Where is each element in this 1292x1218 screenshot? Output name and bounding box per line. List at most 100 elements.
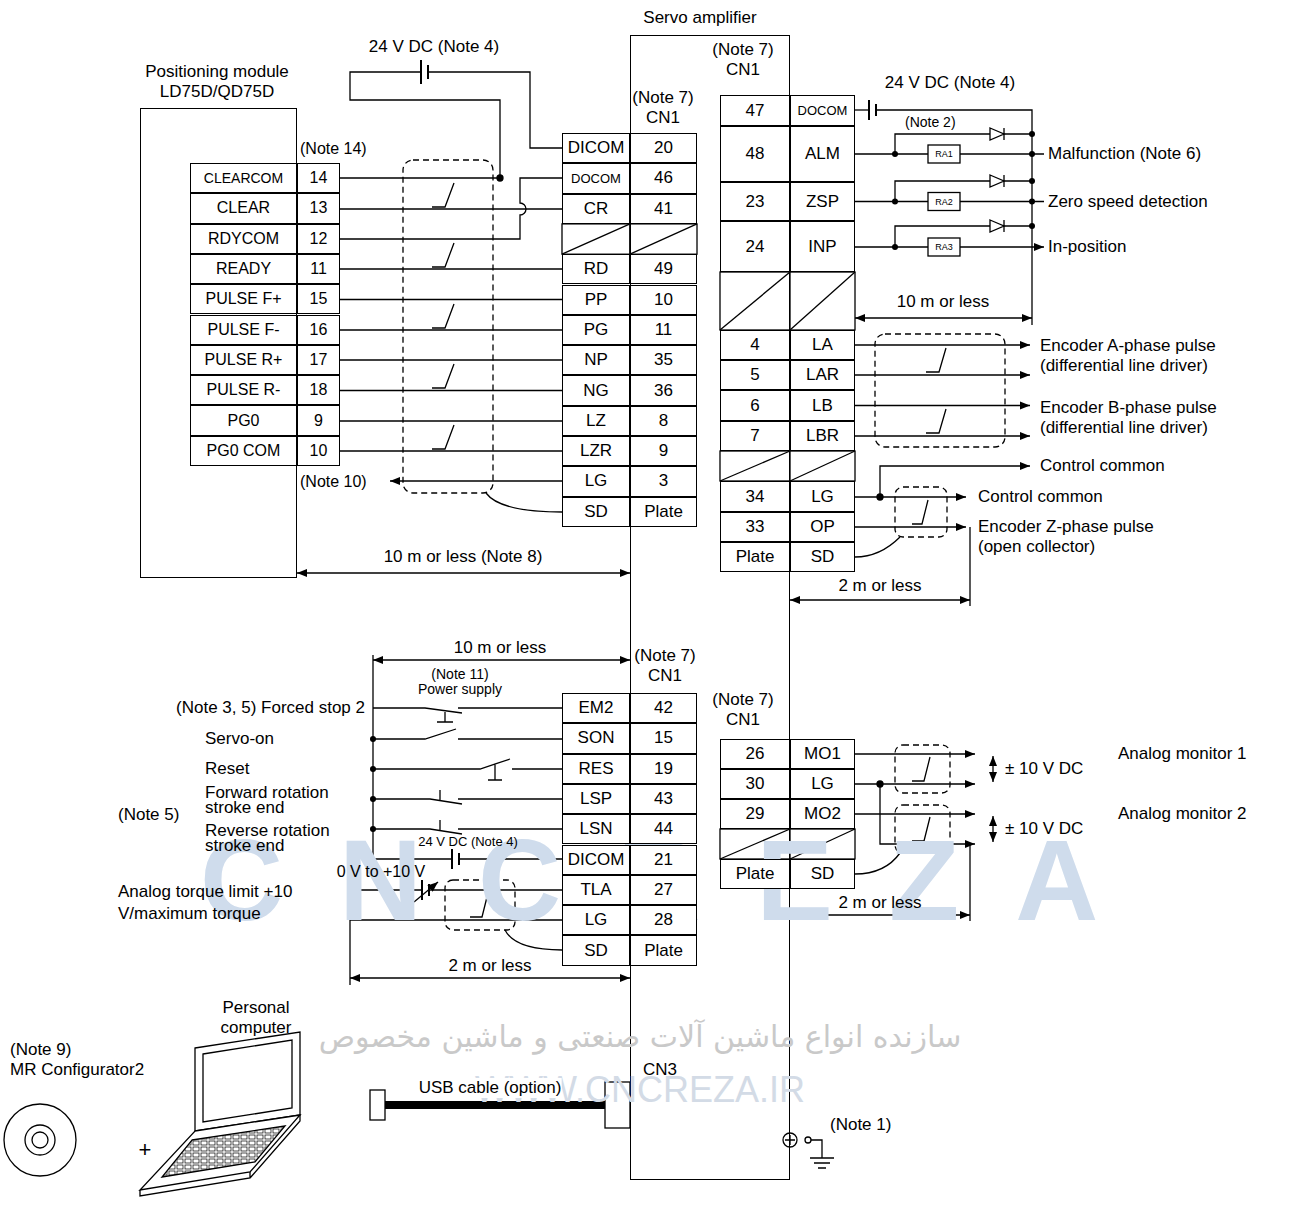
- note-label: Servo-on: [205, 729, 274, 749]
- pin-label: LAR: [806, 365, 839, 385]
- pc-and-ground-stroke: [203, 1040, 292, 1122]
- note-label: Analog monitor 1: [1118, 744, 1247, 764]
- pin-label: 9: [659, 441, 668, 461]
- pin-cell: SON: [562, 723, 630, 753]
- watermark: سازنده انواع ماشین آلات صنعتی و ماشین مخ…: [319, 1019, 962, 1054]
- note-label: 2 m or less: [838, 893, 921, 913]
- pin-label: 16: [310, 321, 328, 339]
- note-label: Zero speed detection: [1048, 192, 1208, 212]
- pin-label: 42: [654, 698, 673, 718]
- pin-label: 12: [310, 230, 328, 248]
- note-label: Encoder Z-phase pulse (open collector): [978, 517, 1198, 557]
- pc-and-ground-stroke: [805, 1137, 811, 1143]
- pin-label: NG: [583, 381, 609, 401]
- pin-cell: MO1: [790, 739, 855, 769]
- pin-label: DOCOM: [798, 103, 848, 118]
- blank-pin-cell: [790, 272, 855, 330]
- output-wiring-stroke: [892, 244, 898, 250]
- pc-and-ground: [4, 1032, 834, 1196]
- pin-cell: LZ: [562, 406, 630, 436]
- output-wiring-stroke: [926, 348, 946, 433]
- pin-label: PG0 COM: [207, 442, 281, 460]
- pin-cell: 12: [297, 224, 340, 254]
- input-wiring-stroke: [373, 708, 562, 722]
- pc-and-ground-stroke: [140, 1115, 300, 1196]
- pin-label: LBR: [806, 426, 839, 446]
- pin-label: 10: [654, 290, 673, 310]
- note-label: (Note 10): [300, 472, 367, 491]
- pin-cell: 35: [630, 345, 697, 375]
- pin-cell: NG: [562, 375, 630, 405]
- pin-cell: PULSE F+: [190, 284, 297, 314]
- pin-cell: 27: [630, 875, 697, 905]
- blank-pin-cell: [790, 451, 855, 481]
- output-wiring-stroke: [892, 151, 898, 157]
- pin-label: TLA: [580, 880, 611, 900]
- pin-cell: LG: [790, 481, 855, 512]
- pin-label: DICOM: [568, 850, 625, 870]
- pin-label: 11: [655, 320, 673, 340]
- note-label: 0 V to +10 V: [337, 862, 426, 881]
- note-label: 24 V DC (Note 4): [418, 834, 518, 849]
- note-label: (Note 5): [118, 805, 179, 825]
- output-wiring-stroke: [928, 238, 960, 256]
- pin-cell: 20: [630, 133, 697, 163]
- pin-cell: LBR: [790, 421, 855, 451]
- pin-cell: 9: [297, 405, 340, 435]
- pin-label: 29: [746, 804, 765, 824]
- pin-cell: 11: [297, 254, 340, 284]
- pc-and-ground-stroke: [32, 1132, 48, 1148]
- pin-label: DICOM: [568, 138, 625, 158]
- note-label: (Note 2): [905, 114, 956, 131]
- pin-cell: Plate: [630, 497, 697, 527]
- signal-wire: [340, 329, 562, 330]
- pin-label: 9: [314, 412, 323, 430]
- pin-label: EM2: [579, 698, 614, 718]
- pin-label: 36: [654, 381, 673, 401]
- pin-label: 34: [746, 487, 765, 507]
- pin-label: 3: [659, 471, 668, 491]
- output-wiring-stroke: [855, 435, 1030, 436]
- pin-cell: 17: [297, 345, 340, 375]
- output-wiring-stroke: [990, 128, 1004, 140]
- module-wiring-stroke: [403, 160, 493, 493]
- pin-label: 10: [310, 442, 328, 460]
- pin-label: 44: [654, 819, 673, 839]
- pin-label: PULSE R-: [207, 381, 281, 399]
- note-label: ± 10 V DC: [1005, 819, 1083, 839]
- box-heading: Positioning module LD75D/QD75D: [122, 62, 312, 102]
- pin-label: CR: [584, 199, 609, 219]
- pin-label: LZR: [580, 441, 612, 461]
- pin-label: SON: [578, 728, 615, 748]
- note-label: 10 m or less: [454, 638, 547, 658]
- output-wiring-stroke: [855, 317, 1032, 318]
- pin-label: Plate: [736, 864, 775, 884]
- pin-label: 15: [310, 290, 328, 308]
- signal-wire: [340, 178, 562, 239]
- pin-cell: 3: [630, 466, 697, 496]
- blank-pin-cell: [562, 224, 630, 254]
- pin-label: 7: [750, 426, 759, 446]
- pin-cell: 34: [720, 481, 790, 512]
- note-label: (Note 11) Power supply: [414, 667, 506, 697]
- pin-cell: 4: [720, 330, 790, 360]
- input-wiring-stroke: [373, 729, 562, 739]
- pin-label: RDYCOM: [208, 230, 279, 248]
- note-label: (Note 3, 5) Forced stop 2: [176, 698, 365, 718]
- note-label: (Note 7) CN1: [628, 88, 698, 128]
- pin-cell: 24: [720, 221, 790, 272]
- output-wiring-stroke: [1031, 247, 1032, 325]
- pin-cell: 5: [720, 360, 790, 390]
- module-wiring-stroke: [428, 72, 562, 148]
- note-label: Personal computer: [201, 998, 311, 1038]
- pin-cell: INP: [790, 221, 855, 272]
- pc-and-ground-stroke: [25, 1125, 55, 1155]
- output-wiring-stroke: [895, 487, 947, 537]
- note-label: ± 10 V DC: [1005, 759, 1083, 779]
- note-label: (Note 9): [10, 1040, 71, 1060]
- monitor-wiring-stroke: [855, 783, 975, 784]
- pin-cell: 49: [630, 254, 697, 284]
- pin-label: 26: [746, 744, 765, 764]
- pin-label: 11: [310, 260, 327, 278]
- note-label: RA1: [935, 149, 953, 160]
